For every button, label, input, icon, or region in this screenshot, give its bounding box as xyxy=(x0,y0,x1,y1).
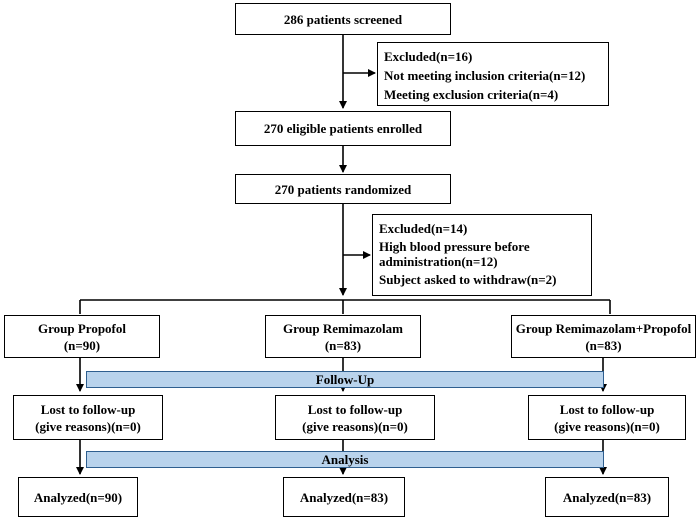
group-count: (n=83) xyxy=(324,337,362,353)
follow-up-band: Follow-Up xyxy=(86,371,604,388)
lost-box-propofol: Lost to follow-up (give reasons)(n=0) xyxy=(13,395,163,440)
lost-line1: Lost to follow-up xyxy=(559,401,655,417)
excluded-1-line1: Not meeting inclusion criteria(n=12) xyxy=(384,68,586,83)
lost-box-remimazolam-propofol: Lost to follow-up (give reasons)(n=0) xyxy=(528,395,686,440)
screened-box: 286 patients screened xyxy=(235,3,451,35)
lost-line2: (give reasons)(n=0) xyxy=(554,418,660,434)
lost-line2: (give reasons)(n=0) xyxy=(302,418,408,434)
enrolled-text: 270 eligible patients enrolled xyxy=(263,121,423,136)
analysis-label: Analysis xyxy=(321,451,369,467)
analyzed-box-propofol: Analyzed(n=90) xyxy=(18,477,138,517)
analyzed-text: Analyzed(n=90) xyxy=(33,489,123,505)
excluded-box-1: Excluded(n=16) Not meeting inclusion cri… xyxy=(377,42,609,106)
excluded-2-line1b: administration(n=12) xyxy=(379,254,498,269)
follow-up-label: Follow-Up xyxy=(315,371,375,387)
excluded-box-2: Excluded(n=14) High blood pressure befor… xyxy=(372,214,592,296)
lost-line1: Lost to follow-up xyxy=(307,401,403,417)
group-name: Group Propofol xyxy=(37,320,126,336)
screened-text: 286 patients screened xyxy=(283,11,403,27)
group-box-propofol: Group Propofol (n=90) xyxy=(4,315,160,358)
excluded-1-line2: Meeting exclusion criteria(n=4) xyxy=(384,87,559,102)
excluded-2-line1a: High blood pressure before xyxy=(379,239,530,254)
analyzed-text: Analyzed(n=83) xyxy=(562,489,652,505)
lost-box-remimazolam: Lost to follow-up (give reasons)(n=0) xyxy=(275,395,435,440)
analyzed-box-remimazolam-propofol: Analyzed(n=83) xyxy=(545,477,669,517)
randomized-text: 270 patients randomized xyxy=(274,181,412,197)
group-count: (n=83) xyxy=(585,337,622,353)
group-name: Group Remimazolam+Propofol xyxy=(515,320,692,336)
analyzed-text: Analyzed(n=83) xyxy=(299,489,389,505)
excluded-2-title: Excluded(n=14) xyxy=(379,221,468,236)
enrolled-box: 270 eligible patients enrolled xyxy=(235,111,451,146)
lost-line2: (give reasons)(n=0) xyxy=(35,418,141,434)
analysis-band: Analysis xyxy=(86,451,604,468)
group-box-remimazolam-propofol: Group Remimazolam+Propofol (n=83) xyxy=(511,315,696,358)
randomized-box: 270 patients randomized xyxy=(235,174,451,204)
excluded-1-title: Excluded(n=16) xyxy=(384,49,473,64)
group-name: Group Remimazolam xyxy=(283,320,403,336)
group-box-remimazolam: Group Remimazolam (n=83) xyxy=(265,315,421,358)
group-count: (n=90) xyxy=(63,337,101,353)
analyzed-box-remimazolam: Analyzed(n=83) xyxy=(283,477,405,517)
excluded-2-line2: Subject asked to withdraw(n=2) xyxy=(379,272,557,287)
lost-line1: Lost to follow-up xyxy=(40,401,136,417)
